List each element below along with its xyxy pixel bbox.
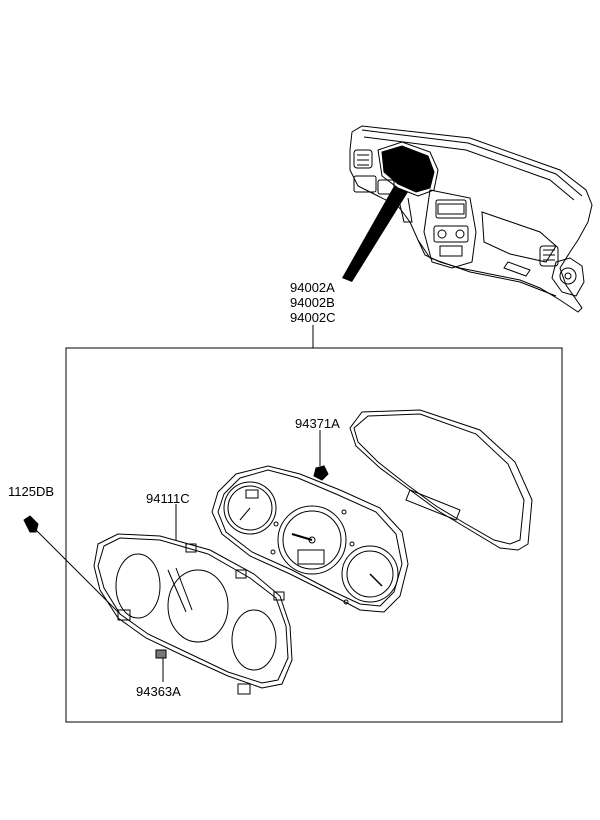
parts-frame: [65, 347, 563, 723]
cluster-housing: [93, 533, 293, 695]
gauge-face: [211, 465, 409, 613]
assembly-label-b: 94002B: [290, 295, 335, 310]
assembly-label-a: 94002A: [290, 280, 335, 295]
screw-label: 1125DB: [8, 484, 55, 499]
assembly-label-c: 94002C: [290, 310, 336, 325]
callout-wedge: [342, 186, 408, 282]
screw-part: [23, 515, 39, 533]
housing-label: 94111C: [146, 491, 190, 506]
lens-clip-part: [313, 465, 329, 481]
lens-cover: [349, 409, 533, 551]
clip-part: [155, 649, 167, 659]
clip-label: 94363A: [136, 684, 181, 699]
screw-leader: [35, 529, 119, 613]
dashboard-illustration: [349, 125, 593, 313]
cluster-highlight: [381, 145, 435, 193]
lens-label: 94371A: [295, 416, 340, 431]
